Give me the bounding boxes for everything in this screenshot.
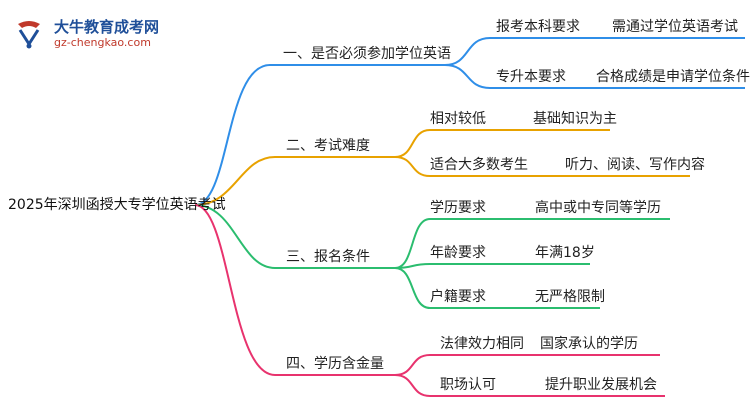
branch-1-item-1-detail: 需通过学位英语考试 [612, 19, 738, 35]
branch-3-item-1: 学历要求 [430, 200, 486, 216]
branch-4-item-2-detail: 提升职业发展机会 [545, 377, 657, 393]
branch-3-title: 三、报名条件 [286, 249, 370, 265]
branch-3-item-3-detail: 无严格限制 [535, 289, 605, 305]
branch-1-item-2: 专升本要求 [496, 69, 566, 85]
branch-2-connectors [194, 129, 690, 206]
logo-url: gz-chengkao.com [54, 36, 151, 49]
branch-3-item-2: 年龄要求 [430, 245, 486, 261]
branch-4-connectors [194, 204, 665, 397]
branch-4-item-1: 法律效力相同 [440, 336, 524, 352]
branch-2-title: 二、考试难度 [286, 138, 370, 154]
branch-4-item-2: 职场认可 [440, 377, 496, 393]
site-logo[interactable]: 大牛教育成考网 gz-chengkao.com [6, 14, 186, 54]
branch-1-connectors [194, 37, 745, 206]
logo-name: 大牛教育成考网 [54, 18, 160, 36]
root-topic: 2025年深圳函授大专学位英语考试 [8, 197, 226, 213]
branch-1-item-1: 报考本科要求 [496, 19, 580, 35]
branch-3-item-1-detail: 高中或中专同等学历 [535, 200, 661, 216]
logo-emblem [18, 21, 40, 49]
branch-2-item-2-detail: 听力、阅读、写作内容 [565, 157, 705, 173]
branch-4-title: 四、学历含金量 [286, 356, 384, 372]
branch-2-item-2: 适合大多数考生 [430, 157, 528, 173]
branch-2-item-1: 相对较低 [430, 111, 486, 127]
branch-4-item-1-detail: 国家承认的学历 [540, 336, 638, 352]
branch-3-item-3: 户籍要求 [430, 289, 486, 305]
branch-1-item-2-detail: 合格成绩是申请学位条件 [596, 69, 750, 85]
branch-3-connectors [194, 204, 670, 309]
branch-3-item-2-detail: 年满18岁 [535, 245, 595, 261]
branch-2-item-1-detail: 基础知识为主 [533, 111, 617, 127]
branch-1-title: 一、是否必须参加学位英语 [283, 46, 451, 62]
